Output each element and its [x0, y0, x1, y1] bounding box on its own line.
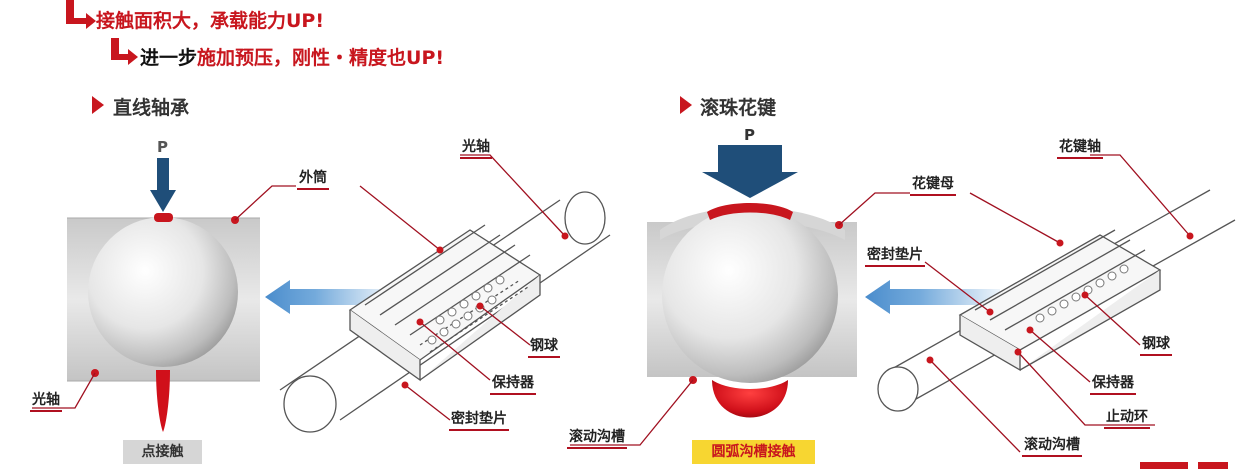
left-leader-dots	[401, 232, 569, 389]
headline-line-1: 接触面积大，承载能力UP!	[96, 10, 325, 32]
left-outer-sleeve-label: 外筒	[297, 169, 329, 190]
right-zoom-arrow	[865, 280, 1000, 314]
right-ball-rows	[1035, 264, 1129, 323]
headline-line-2: 进一步施加预压，刚性・精度也UP!	[140, 43, 444, 70]
left-section-marker	[92, 96, 104, 114]
right-load-label: P	[744, 126, 755, 144]
right-steel-ball	[662, 207, 838, 383]
right-stop-ring-label: 止动环	[1104, 408, 1150, 429]
right-spline-shaft-label: 花键轴	[1057, 138, 1103, 159]
left-seal-label: 密封垫片	[449, 410, 509, 431]
right-section-title: 滚珠花键	[700, 97, 777, 119]
left-steel-ball	[88, 217, 238, 367]
right-groove-right-label: 滚动沟槽	[1022, 436, 1082, 457]
headline-arrow-2	[111, 38, 138, 65]
left-section-title: 直线轴承	[113, 97, 190, 119]
right-retainer-label: 保持器	[1090, 374, 1136, 395]
left-shaft-top-label: 光轴	[460, 138, 492, 159]
left-leader-lines	[32, 154, 566, 421]
left-bearing-3d	[279, 191, 611, 433]
left-top-contact-point	[154, 213, 173, 222]
right-steel-ball-label: 钢球	[1140, 335, 1172, 356]
right-bottom-arc-contact	[712, 380, 788, 418]
left-load-arrow	[150, 158, 176, 212]
left-load-label: P	[157, 138, 168, 156]
left-zoom-arrow	[265, 280, 390, 314]
left-retainer-label: 保持器	[490, 374, 536, 395]
right-section-marker	[680, 96, 692, 114]
right-spline-nut-label: 花键母	[910, 175, 956, 196]
right-seal-label: 密封垫片	[865, 246, 925, 267]
headline-line-2-emph: 施加预压，刚性・精度也UP!	[197, 47, 445, 69]
right-groove-top	[660, 207, 845, 240]
left-steel-ball-label: 钢球	[528, 337, 560, 358]
left-contact-tag: 点接触	[123, 440, 202, 464]
left-bottom-contact-point	[156, 370, 170, 432]
right-contact-tag: 圆弧沟槽接触	[692, 440, 815, 464]
left-shaft-label: 光轴	[30, 391, 62, 412]
right-top-arc-contact	[707, 203, 793, 220]
right-groove-left-label: 滚动沟槽	[567, 428, 627, 449]
right-leader-dots	[926, 232, 1194, 364]
right-load-arrow	[702, 145, 798, 198]
right-spline-3d	[877, 189, 1236, 412]
right-leader-lines	[570, 154, 1191, 453]
headline-line-2-prefix: 进一步	[140, 47, 198, 69]
logo-fragment	[1140, 462, 1228, 469]
headline-arrow-1	[66, 0, 96, 29]
